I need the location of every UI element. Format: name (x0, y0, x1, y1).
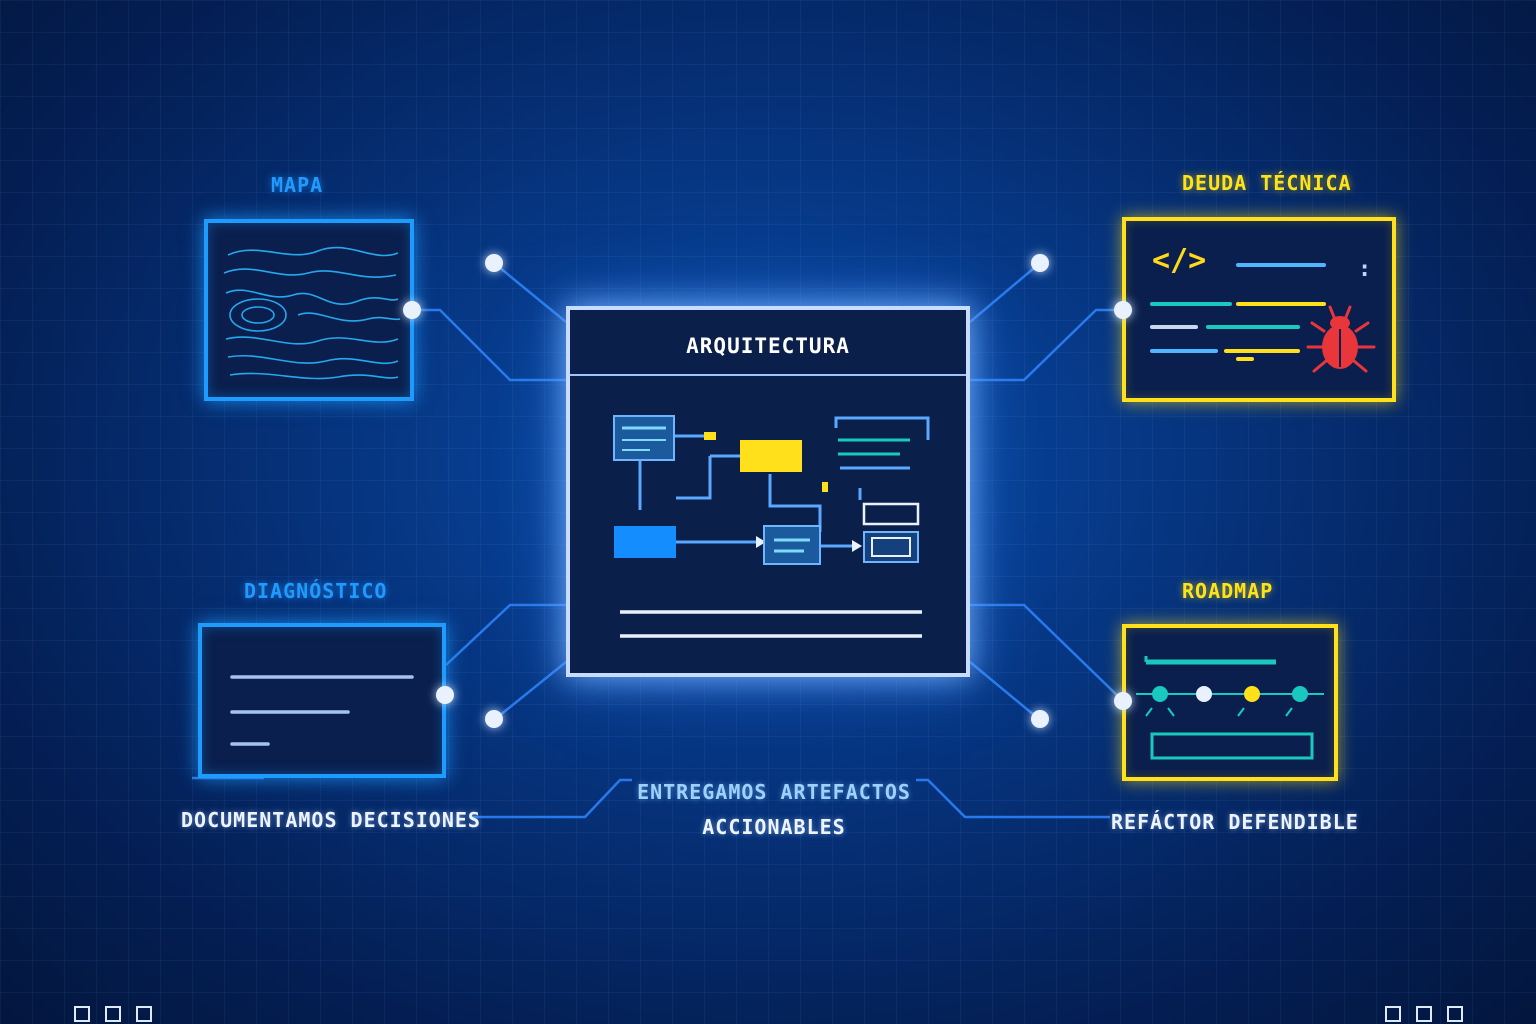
title-divider (570, 374, 966, 376)
mapa-panel[interactable] (204, 219, 414, 401)
diagnostico-label: DIAGNÓSTICO (244, 579, 388, 603)
code-brackets-icon: </> (1152, 243, 1207, 278)
diagnostico-connector-dot (436, 686, 454, 704)
roadmap-panel[interactable] (1122, 624, 1338, 781)
corner-square (1416, 1006, 1432, 1022)
caption-entregamos-line1: ENTREGAMOS ARTEFACTOS (637, 780, 911, 804)
connector-dot (485, 254, 503, 272)
flowchart-icon (613, 415, 930, 638)
colon-glyph: : (1358, 257, 1372, 282)
arquitectura-panel[interactable]: ARQUITECTURA (566, 306, 970, 677)
roadmap-connector-dot (1114, 692, 1132, 710)
corner-square (136, 1006, 152, 1022)
caption-documentamos: DOCUMENTAMOS DECISIONES (181, 808, 481, 832)
diagnostico-panel[interactable] (198, 623, 446, 778)
mapa-connector-dot (403, 301, 421, 319)
deuda-tecnica-panel[interactable]: </> : (1122, 217, 1396, 402)
corner-square (1447, 1006, 1463, 1022)
timeline-icon (1136, 656, 1324, 760)
connector-dot (1031, 254, 1049, 272)
connector-dot (1031, 710, 1049, 728)
corner-square (105, 1006, 121, 1022)
document-lines (230, 675, 414, 746)
roadmap-label: ROADMAP (1182, 579, 1274, 603)
connector-dot (485, 710, 503, 728)
bug-icon (1306, 305, 1376, 373)
mapa-label: MAPA (271, 173, 324, 197)
corner-square (74, 1006, 90, 1022)
corner-square (1385, 1006, 1401, 1022)
topographic-map-icon (223, 246, 401, 380)
deuda-connector-dot (1114, 301, 1132, 319)
deuda-tecnica-label: DEUDA TÉCNICA (1182, 171, 1352, 195)
caption-refactor: REFÁCTOR DEFENDIBLE (1111, 810, 1359, 834)
caption-entregamos-line2: ACCIONABLES (702, 815, 846, 839)
arquitectura-title: ARQUITECTURA (686, 334, 850, 358)
code-lines (1150, 263, 1326, 361)
